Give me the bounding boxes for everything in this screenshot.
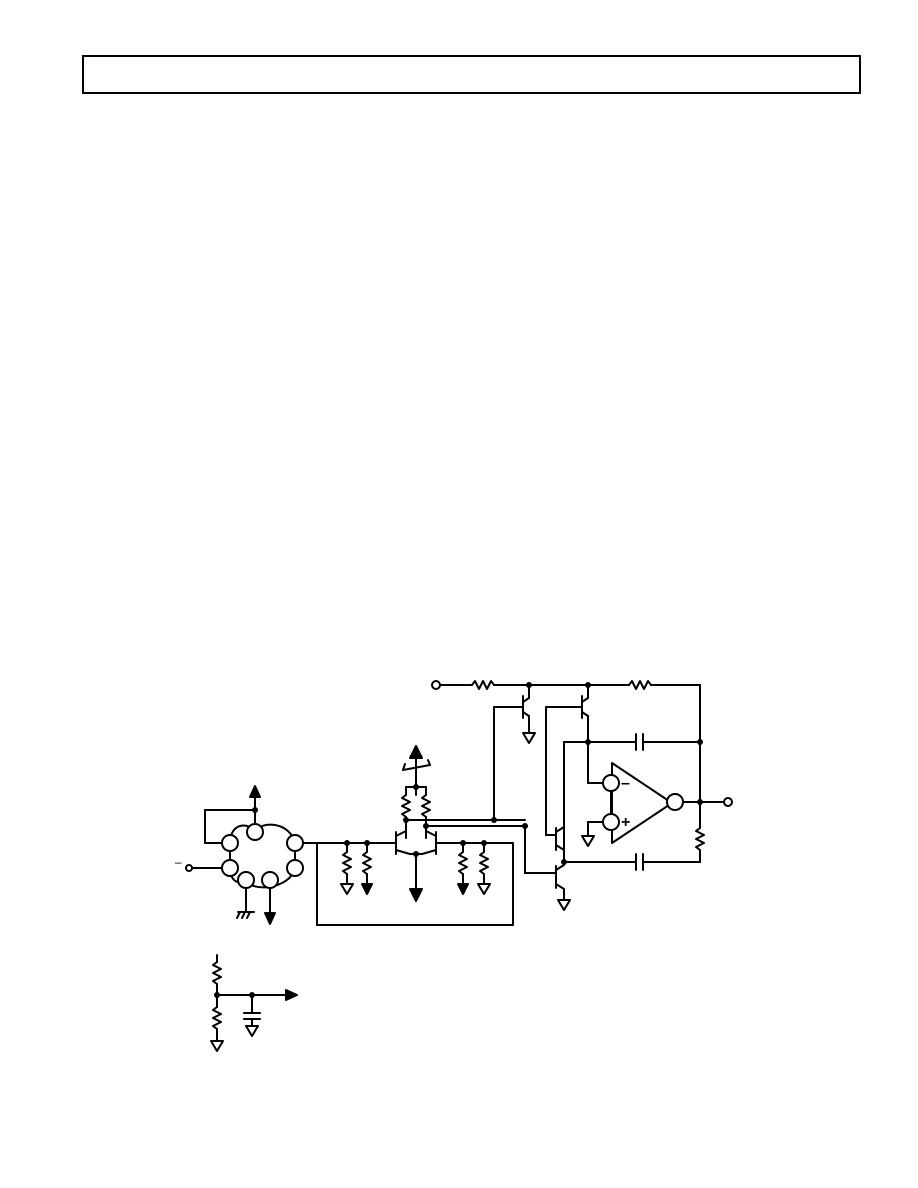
ic-pin-right-lower: [286, 859, 304, 877]
ic-input-terminal: [185, 864, 193, 872]
top-rail: [431, 680, 701, 743]
ground-symbol-divider: [210, 1040, 224, 1052]
differential-pair: [303, 745, 526, 926]
top-feedback-resistor: [628, 680, 652, 690]
ic-input-minus-label: –: [175, 855, 182, 869]
left-emitter-resistors: [340, 842, 373, 895]
op-amp-minus-sign: –: [621, 775, 630, 792]
collector-resistor-left: [401, 794, 411, 818]
lower-transistor-lower: [524, 825, 571, 911]
ic-pin-bottom-right: [261, 871, 279, 889]
upper-transistor-right: [545, 684, 589, 836]
output-terminal: [723, 797, 733, 807]
collector-resistor-right: [421, 794, 431, 818]
upper-transistor-left: [493, 684, 536, 821]
op-amp-noninverting-node: [602, 813, 620, 831]
op-amp-inverting-node: [602, 774, 620, 792]
op-amp-output-node: [666, 793, 684, 811]
junction-dots: [214, 682, 703, 998]
header-box: [82, 55, 861, 94]
right-emitter-resistors: [457, 842, 491, 895]
output-load-resistor: [695, 827, 705, 851]
reference-divider: [210, 954, 298, 1052]
lower-transistor-upper: [545, 814, 565, 863]
ic-pin-top: [246, 823, 264, 841]
ic-pin-bottom-left: [237, 871, 255, 889]
ground-symbol-lower-transistor: [557, 899, 571, 911]
ic-pin-right-upper: [286, 834, 304, 852]
ic-pin-left-lower: [221, 859, 239, 877]
ground-symbol-left-emitter: [340, 883, 354, 895]
ground-symbol-op-amp: [581, 835, 595, 847]
top-input-resistor: [471, 680, 495, 690]
top-input-terminal: [431, 680, 441, 690]
ground-symbol-capacitor: [245, 1025, 259, 1037]
op-amp: [563, 733, 733, 871]
ic-package: [185, 785, 305, 925]
ground-symbol-upper-left: [522, 732, 536, 744]
ground-symbol-right-emitter: [477, 883, 491, 895]
op-amp-plus-sign: +: [621, 814, 630, 831]
ic-pin-left-upper: [221, 834, 239, 852]
